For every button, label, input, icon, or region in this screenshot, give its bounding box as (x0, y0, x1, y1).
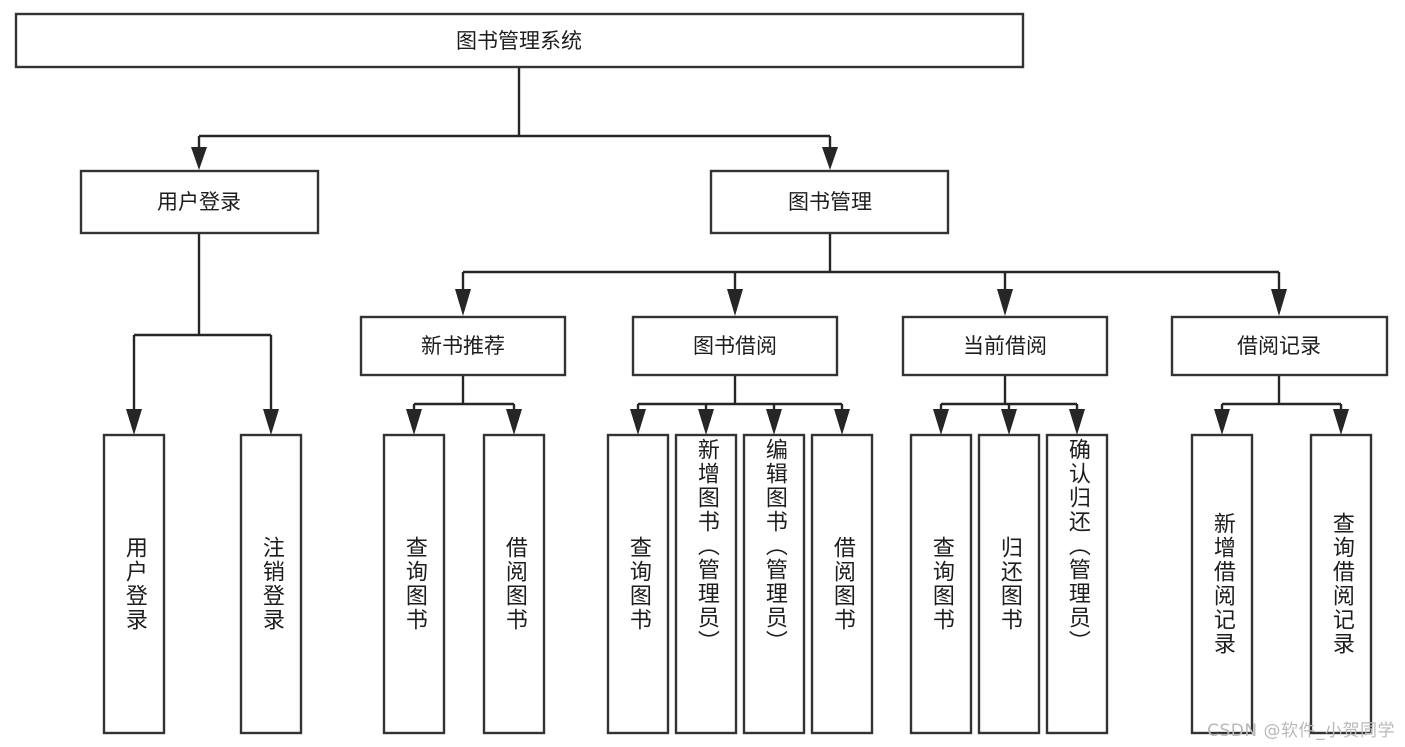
node-box-new-book-recommend[interactable] (359, 315, 567, 377)
node-label-user-login: 用户登录 (157, 190, 241, 214)
node-box-leaf-query-book-b[interactable] (606, 433, 670, 735)
node-box-leaf-query-book-a[interactable] (382, 433, 446, 735)
node-box-leaf-logout[interactable] (239, 433, 303, 735)
arrowhead-leaf-d-0 (933, 409, 949, 435)
arrowhead-leaf-b-1 (506, 409, 522, 435)
node-box-user-login[interactable] (79, 169, 320, 235)
node-box-leaf-query-record[interactable] (1309, 433, 1373, 735)
arrowhead-leaf-c-0 (630, 409, 646, 435)
arrowhead-leaf-c-3 (834, 409, 850, 435)
node-label-book-borrow: 图书借阅 (693, 334, 777, 358)
arrowhead-to-book-mgmt (822, 147, 838, 170)
arrowhead-l2-2 (997, 289, 1013, 316)
arrowhead-leaf-b-0 (406, 409, 422, 435)
node-box-leaf-borrow-book-a[interactable] (482, 433, 546, 735)
arrowhead-leaf-a-0 (126, 409, 142, 435)
arrowhead-to-user-login (191, 147, 207, 170)
node-box-root[interactable] (14, 12, 1025, 69)
arrowhead-l2-0 (455, 289, 471, 316)
csdn-watermark: CSDN @软件_小贺同学 (1207, 721, 1395, 741)
arrowhead-leaf-e-0 (1214, 409, 1230, 435)
node-label-book-management: 图书管理 (788, 190, 872, 214)
node-box-leaf-query-book-c[interactable] (909, 433, 973, 735)
node-label-borrow-record: 借阅记录 (1237, 334, 1321, 358)
node-label-new-book-recommend: 新书推荐 (421, 334, 505, 358)
node-box-leaf-user-login[interactable] (102, 433, 166, 735)
node-box-leaf-add-book[interactable] (674, 433, 738, 735)
node-box-leaf-borrow-book-b[interactable] (810, 433, 874, 735)
node-box-leaf-add-record[interactable] (1190, 433, 1254, 735)
node-box-book-borrow[interactable] (631, 315, 839, 377)
arrowhead-leaf-a-1 (263, 409, 279, 435)
node-box-leaf-edit-book[interactable] (742, 433, 806, 735)
node-box-current-borrow[interactable] (901, 315, 1109, 377)
node-box-leaf-return-book[interactable] (977, 433, 1041, 735)
arrowhead-l2-1 (727, 289, 743, 316)
node-label-current-borrow: 当前借阅 (963, 334, 1047, 358)
node-box-book-management[interactable] (709, 169, 950, 235)
arrowhead-leaf-e-1 (1333, 409, 1349, 435)
node-box-leaf-confirm-return[interactable] (1045, 433, 1109, 735)
arrowhead-leaf-d-2 (1069, 409, 1085, 435)
node-label-root: 图书管理系统 (456, 29, 582, 53)
arrowhead-l2-3 (1271, 289, 1287, 316)
node-layer: 图书管理系统 用户登录 图书管理 新书推荐 图书借阅 当前借阅 借阅记录 (14, 12, 1389, 735)
arrowhead-leaf-c-2 (766, 409, 782, 435)
arrowhead-leaf-d-1 (1001, 409, 1017, 435)
node-box-borrow-record[interactable] (1170, 315, 1389, 377)
edge-layer (126, 67, 1349, 435)
arrowhead-leaf-c-1 (698, 409, 714, 435)
